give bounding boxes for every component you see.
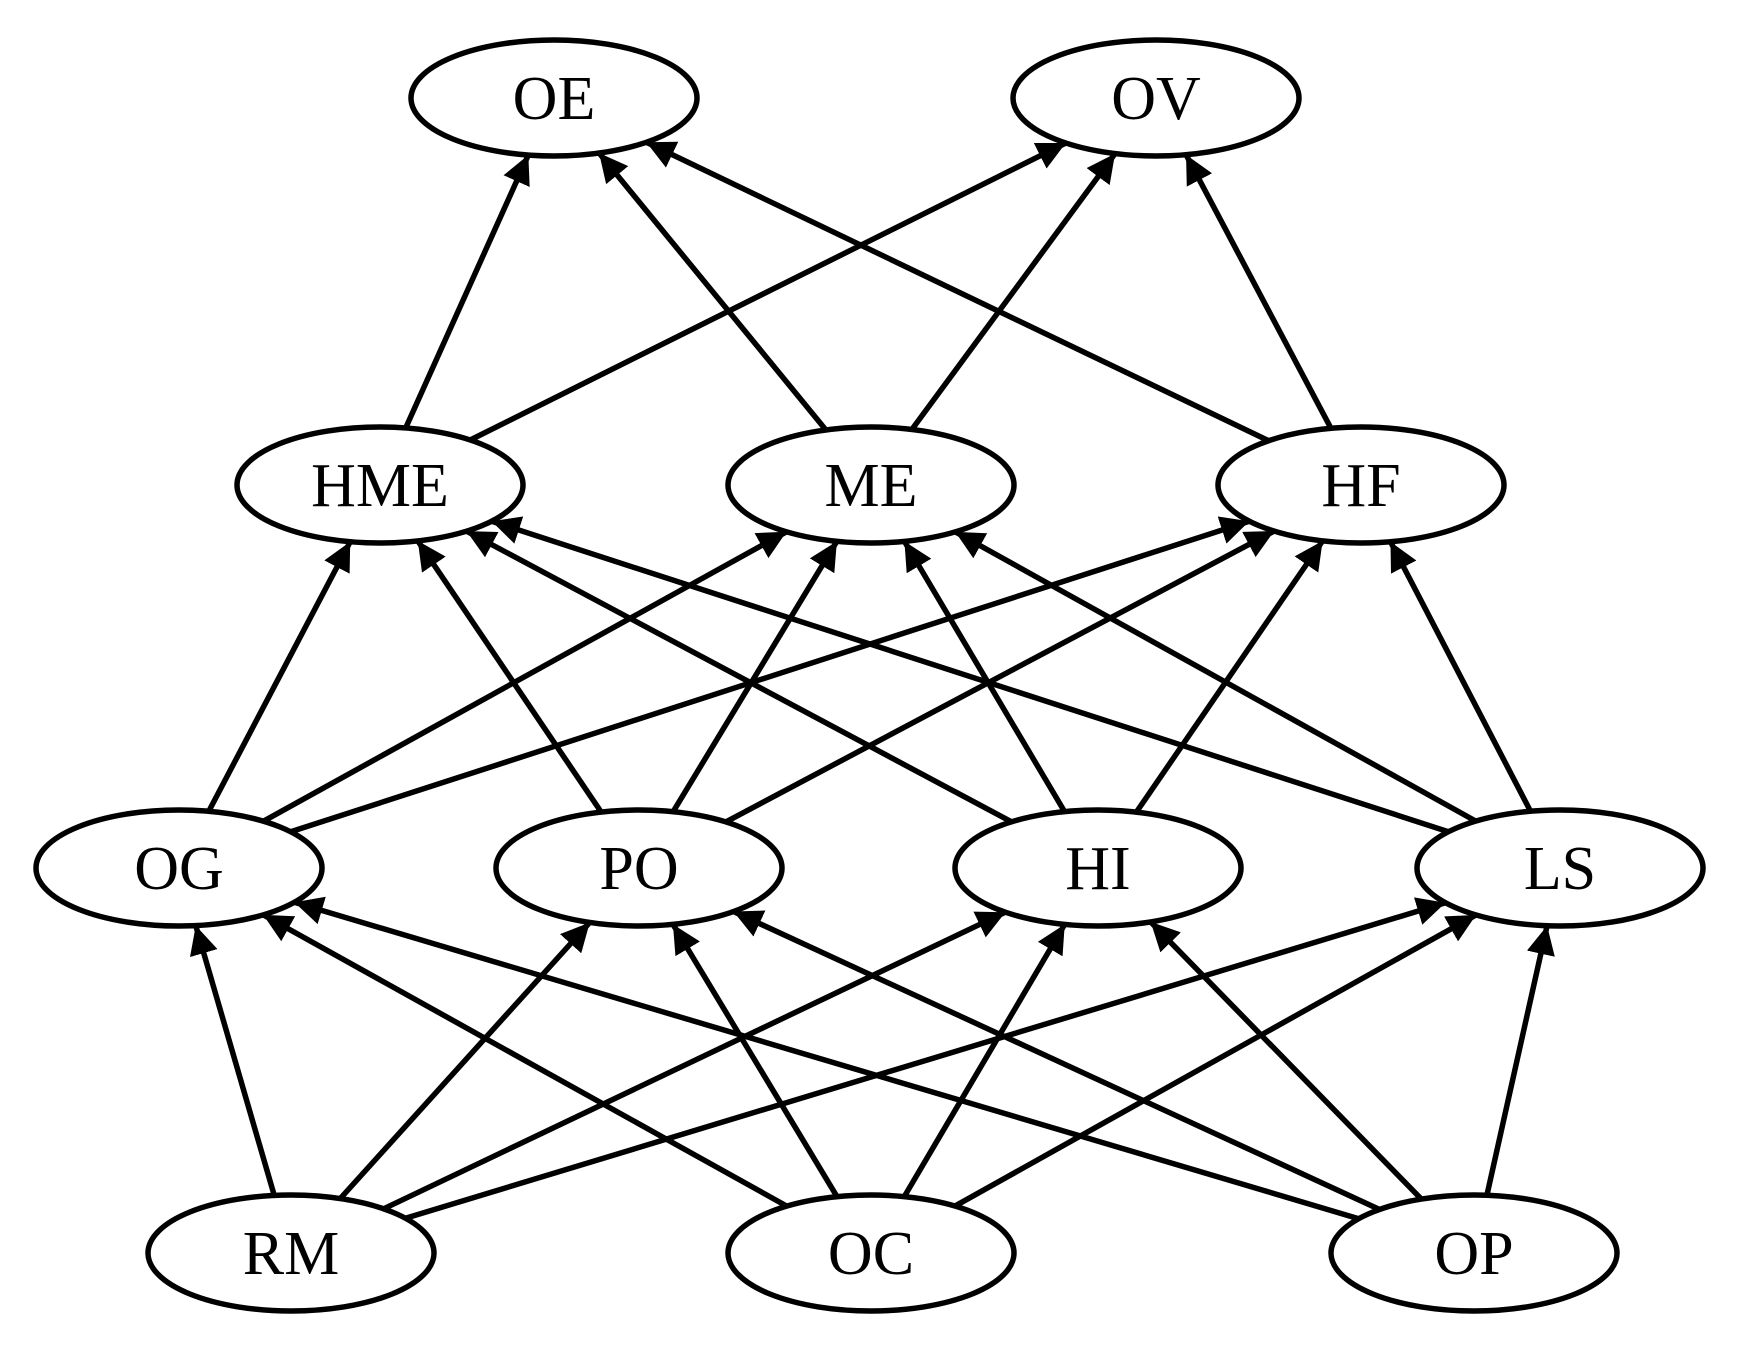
node-ellipse (234, 424, 526, 546)
edge-hf-to-ov (1183, 153, 1334, 430)
node-label: ME (825, 452, 918, 520)
edge-ls-to-hf (1388, 540, 1533, 813)
edge-po-to-me (670, 539, 840, 814)
node-rm: RM (145, 1192, 437, 1314)
edge-me-to-ov (909, 151, 1118, 432)
node-ellipse (725, 424, 1017, 546)
node-ls: LS (1414, 807, 1706, 929)
node-ellipse (1328, 1192, 1620, 1314)
edge-rm-to-og (190, 924, 277, 1197)
node-label: RM (243, 1220, 339, 1288)
node-ellipse (493, 807, 785, 929)
node-label: OP (1434, 1220, 1513, 1288)
edge-ls-to-me (953, 529, 1478, 824)
node-ellipse (1010, 37, 1302, 159)
node-ellipse (725, 1192, 1017, 1314)
edge-oc-to-ls (953, 912, 1478, 1209)
node-op: OP (1328, 1192, 1620, 1314)
edge-hi-to-hme (465, 528, 1013, 825)
node-label: OV (1111, 65, 1201, 133)
edge-rm-to-ls (404, 897, 1447, 1221)
node-ellipse (1414, 807, 1706, 929)
edge-oc-to-hi (901, 923, 1068, 1198)
node-label: OE (513, 65, 596, 133)
edge-hi-to-me (902, 539, 1067, 814)
node-ov: OV (1010, 37, 1302, 159)
node-label: PO (599, 835, 678, 903)
edge-op-to-po (732, 909, 1381, 1212)
node-hi: HI (952, 807, 1244, 929)
edge-rm-to-po (338, 920, 592, 1201)
node-ellipse (408, 37, 700, 159)
edge-op-to-ls (1484, 925, 1555, 1196)
node-ellipse (33, 807, 325, 929)
edge-oc-to-og (261, 912, 789, 1209)
edge-hme-to-oe (403, 153, 531, 430)
edge-hi-to-hf (1134, 539, 1325, 814)
node-og: OG (33, 807, 325, 929)
edge-ls-to-hme (490, 516, 1450, 835)
edge-po-to-hf (724, 528, 1276, 825)
node-ellipse (1215, 424, 1507, 546)
edge-og-to-hme (206, 540, 353, 813)
edge-op-to-hi (1148, 920, 1424, 1201)
edge-oc-to-po (670, 922, 840, 1199)
edge-op-to-og (293, 896, 1360, 1222)
node-ellipse (145, 1192, 437, 1314)
node-label: LS (1524, 835, 1596, 903)
node-oe: OE (408, 37, 700, 159)
node-label: HME (311, 452, 449, 520)
node-hme: HME (234, 424, 526, 546)
edge-og-to-me (262, 529, 788, 824)
edge-rm-to-hi (382, 909, 1007, 1212)
node-label: OC (828, 1220, 914, 1288)
node-po: PO (493, 807, 785, 929)
edge-og-to-hf (289, 516, 1251, 835)
nodes-layer: OE OV HME ME HF OG PO HI LS RM OC OP (33, 37, 1706, 1314)
node-label: OG (134, 835, 224, 903)
node-label: HI (1065, 835, 1130, 903)
node-ellipse (952, 807, 1244, 929)
node-label: HF (1321, 452, 1400, 520)
edge-hme-to-ov (468, 140, 1068, 443)
node-hf: HF (1215, 424, 1507, 546)
edge-me-to-oe (596, 151, 829, 432)
edges-layer (190, 139, 1555, 1222)
edge-po-to-hme (415, 539, 604, 814)
edge-hf-to-oe (645, 139, 1270, 444)
node-oc: OC (725, 1192, 1017, 1314)
node-me: ME (725, 424, 1017, 546)
